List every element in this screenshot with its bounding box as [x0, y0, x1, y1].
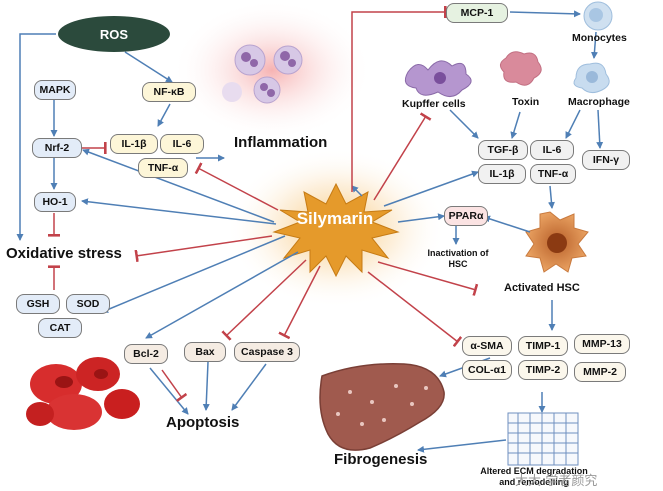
il6-right-node: IL-6 [530, 140, 574, 160]
inflammation-label: Inflammation [234, 134, 328, 151]
macrophage-to-ifng-arrow [596, 109, 604, 149]
inflammation-glow [172, 0, 372, 140]
il6-left-node: IL-6 [160, 134, 204, 154]
tnfa-left-node: TNF-α [138, 158, 188, 178]
nrf2-node: Nrf-2 [32, 138, 82, 158]
ros-to-oxidative-stress-arrow [16, 33, 56, 241]
toxin-label: Toxin [512, 96, 540, 108]
ecm-to-fibrogenesis-arrow [417, 439, 507, 453]
mapk-node: MAPK [34, 80, 76, 100]
silymarin-inhibits-markers-line [367, 271, 463, 348]
silymarin-inhibits-hsc-line [377, 261, 479, 296]
monocytes-label: Monocytes [572, 32, 627, 44]
silymarin-to-antioxidants-arrow [101, 235, 286, 313]
red-cell-cluster-icon [26, 357, 140, 430]
caspase3-node: Caspase 3 [234, 342, 300, 362]
il1b-left-node: IL-1β [110, 134, 158, 154]
bcl2-to-apoptosis-arrow [149, 367, 189, 415]
timp1-node: TIMP-1 [518, 336, 568, 356]
mmp13-node: MMP-13 [574, 334, 630, 354]
toxin-icon [500, 51, 542, 86]
asma-node: α-SMA [462, 336, 512, 356]
silymarin-inhibits-kupffer-line [373, 112, 432, 201]
fibrotic-liver-icon [319, 363, 445, 451]
silymarin-to-kupffer-arrow [351, 185, 363, 197]
ros-to-nfkb-arrow [124, 51, 173, 83]
cat-node: CAT [38, 318, 82, 338]
silymarin-to-bcl2-arrow [145, 251, 299, 339]
silymarin-label: Silymarin [296, 209, 374, 228]
hsc-to-ppara-arrow [483, 215, 531, 233]
bax-to-apoptosis-arrow [202, 361, 210, 411]
gsh-node: GSH [16, 294, 60, 314]
silymarin-inhibits-oxidative-stress-line [134, 235, 273, 263]
macrophage-label: Macrophage [568, 96, 630, 108]
cola1-node: COL-α1 [462, 360, 512, 380]
ecm-mesh-icon [507, 412, 579, 466]
silymarin-to-nrf2-arrow [82, 148, 275, 223]
cytokines-to-hsc-arrow [547, 185, 555, 209]
silymarin-to-ho1-arrow [81, 198, 277, 225]
ros-node: ROS [58, 16, 170, 52]
fibrogenesis-label: Fibrogenesis [334, 451, 428, 468]
toxin-to-cytokines-arrow [510, 111, 521, 139]
monocytes-to-macrophage-arrow [590, 31, 598, 59]
tnfa-right-node: TNF-α [530, 164, 576, 184]
oxidative-stress-label: Oxidative stress [6, 245, 122, 262]
macrophage-to-il6-arrow [565, 109, 581, 139]
timp2-node: TIMP-2 [518, 360, 568, 380]
silymarin-to-cytokines-right-arrow [383, 170, 479, 207]
inactivation-hsc-label: Inactivation of HSC [427, 248, 489, 269]
il1b-right-node: IL-1β [478, 164, 526, 184]
silymarin-inhibits-bax-line [221, 259, 307, 341]
caspase3-to-apoptosis-arrow [231, 363, 267, 411]
ecm-label: Altered ECM degradation and remodelling [480, 466, 588, 487]
bcl2-inhibits-apoptosis-line [161, 369, 188, 402]
kupffer-cells-label: Kupffer cells [402, 98, 466, 110]
silymarin-to-ppara-arrow [397, 213, 445, 223]
mmp2-node: MMP-2 [574, 362, 626, 382]
silymarin-star [272, 182, 400, 278]
nfkb-to-cytokines-arrow [157, 103, 171, 127]
ifng-node: IFN-γ [582, 150, 630, 170]
inflammation-cells-icon [222, 44, 303, 104]
silymarin-inhibits-tnfa-line [194, 162, 279, 211]
nfkb-node: NF-κB [142, 82, 196, 102]
silymarin-inhibits-caspase3-line [278, 265, 321, 340]
ppara-node: PPARα [444, 206, 488, 226]
sod-node: SOD [66, 294, 110, 314]
watermark: 大大·学者颜究 [515, 473, 598, 488]
bax-node: Bax [184, 342, 226, 362]
ho1-node: HO-1 [34, 192, 76, 212]
activated-hsc-label: Activated HSC [504, 282, 580, 294]
apoptosis-label: Apoptosis [166, 414, 240, 431]
tgfb-node: TGF-β [478, 140, 528, 160]
mcp1-node: MCP-1 [446, 3, 508, 23]
activated-hsc-icon [525, 211, 589, 273]
mcp1-to-monocytes-arrow [509, 10, 581, 18]
kupffer-to-tgfb-arrow [449, 109, 479, 139]
silymarin-inhibits-mcp1-line [351, 6, 447, 192]
bcl2-node: Bcl-2 [124, 344, 168, 364]
